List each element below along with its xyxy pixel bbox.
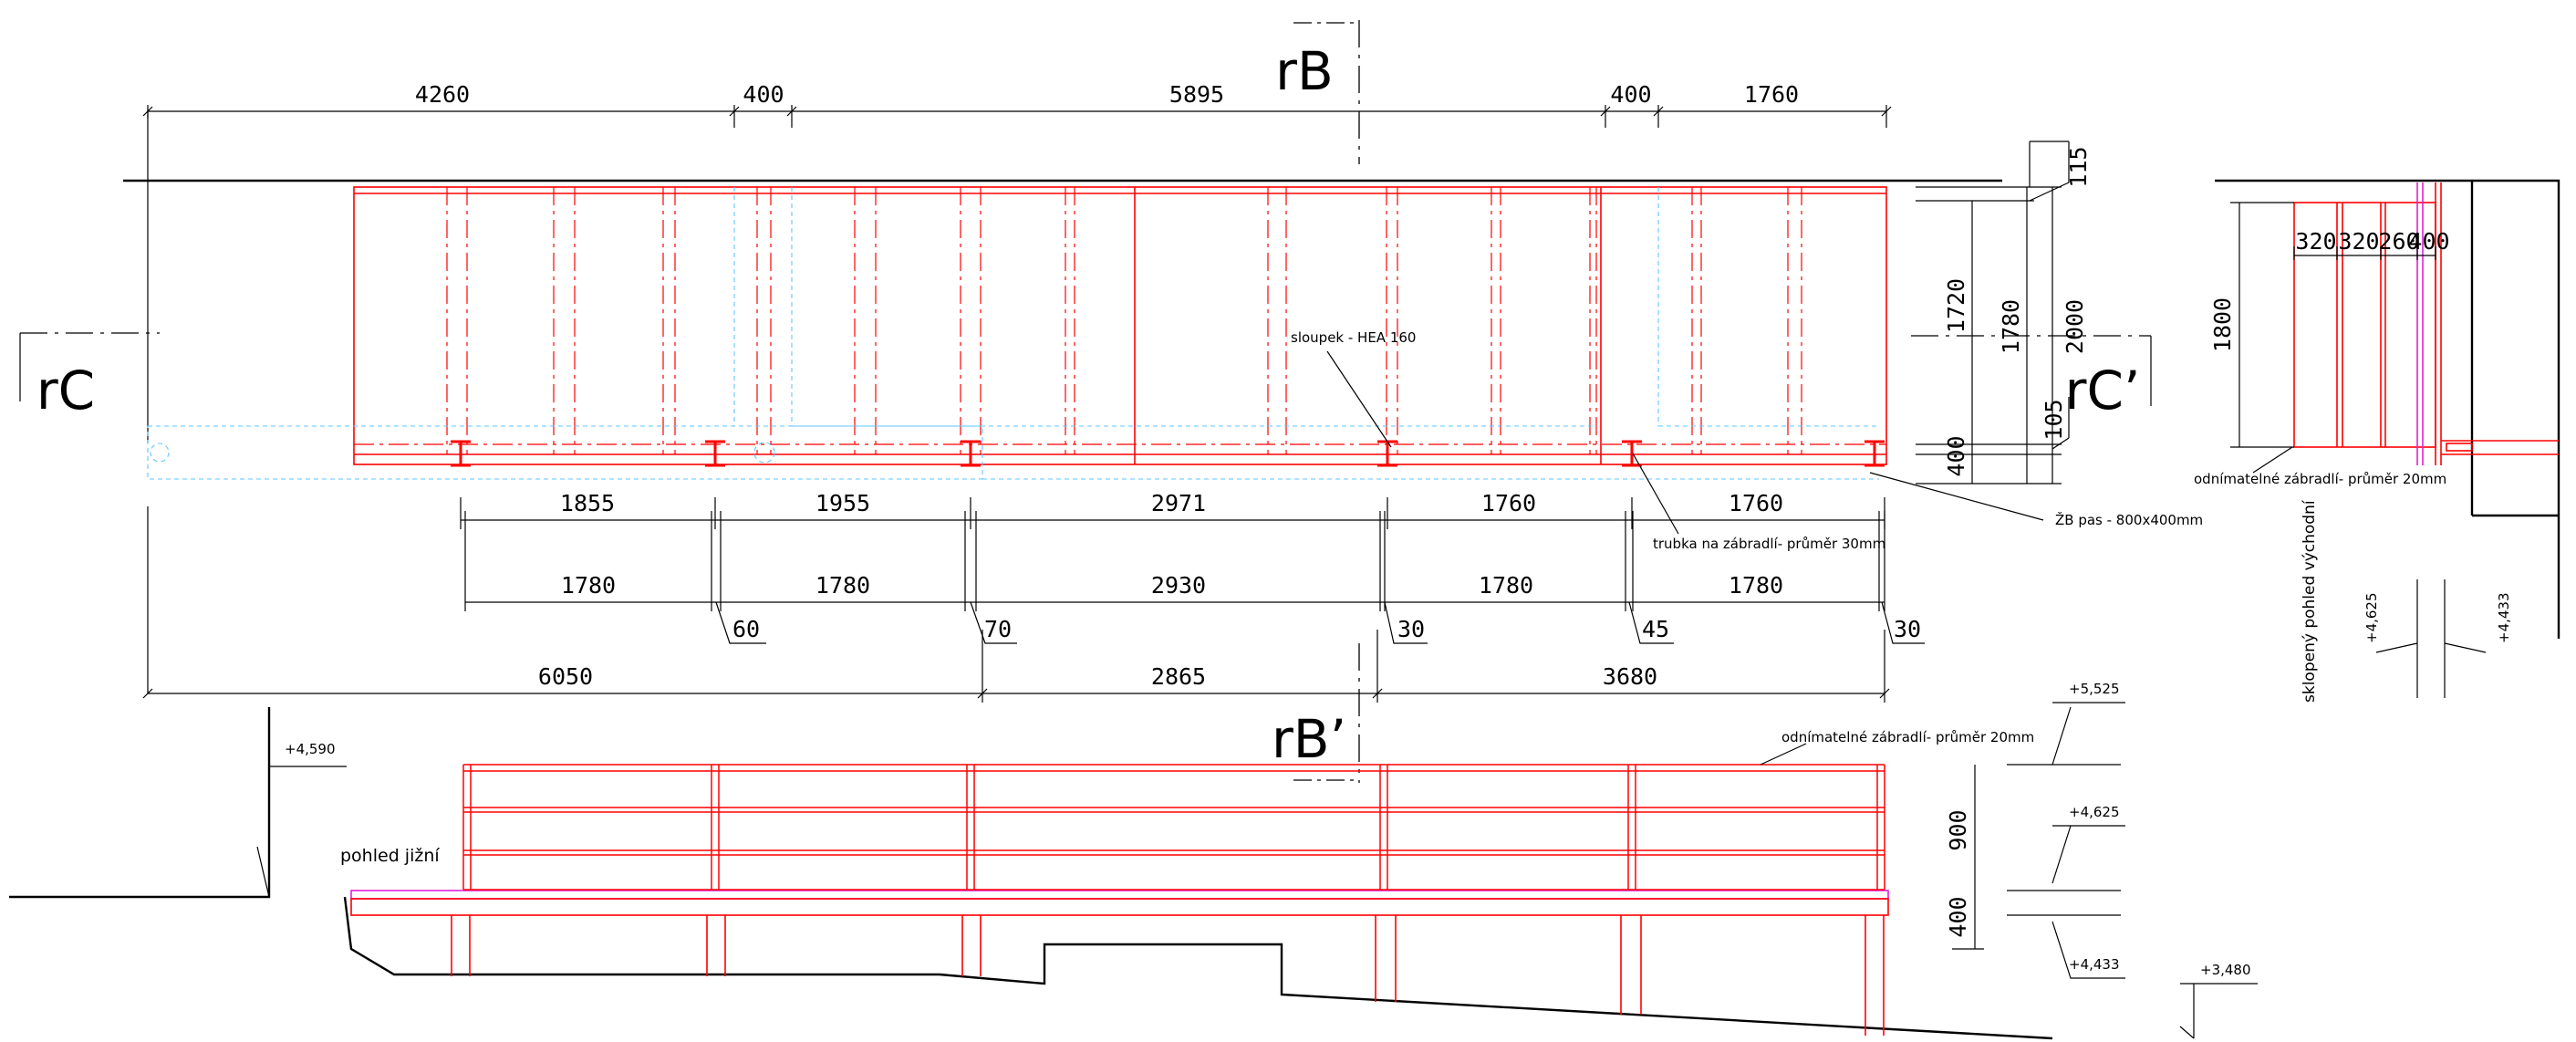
dim-bottom-1: 6050 [538, 663, 593, 690]
bottom-dimension-chain [142, 630, 1890, 703]
dim-low2-5: 1780 [1729, 572, 1783, 599]
dim-low1-3: 2971 [1151, 490, 1206, 516]
strip-leader [1869, 472, 2044, 521]
section-label-b-prime: rB’ [1272, 708, 1346, 770]
section-label-c: rC [36, 359, 95, 422]
elev-right-1: +5,525 [2069, 681, 2120, 697]
east-elev-2: +4,433 [2496, 592, 2512, 643]
elev-right-2: +4,625 [2069, 804, 2120, 820]
section-mark-b: rB [1275, 20, 1360, 164]
dim-top-5: 1760 [1744, 81, 1799, 108]
dim-low1-5: 1760 [1729, 490, 1783, 516]
south-view: +4,590 pohled jižní [9, 681, 2258, 1040]
dim-top-2: 400 [743, 81, 784, 108]
dim-low2-1: 1780 [561, 572, 616, 599]
dim-east-w1: 320 [2295, 228, 2336, 255]
right-dimension-chain [1916, 141, 2070, 485]
south-railing-label: odnímatelné zábradlí- průměr 20mm [1781, 729, 2034, 745]
plan-view: 4260 400 5895 400 1760 rB [19, 20, 2203, 703]
elev-left: +4,590 [285, 741, 336, 757]
east-railing-label: odnímatelné zábradlí- průměr 20mm [2194, 471, 2446, 487]
post-1 [451, 440, 471, 467]
lower-dimension-chain-2 [464, 511, 1925, 644]
pipe-label: trubka na zábradlí- průměr 30mm [1653, 536, 1885, 552]
dim-bottom-3: 3680 [1603, 663, 1657, 690]
dim-low2-3: 2930 [1151, 572, 1206, 599]
east-elev-1: +4,625 [2363, 592, 2380, 643]
post-leader [1326, 350, 1392, 448]
east-dims [2230, 202, 2487, 698]
south-elevations [1952, 702, 2258, 1039]
dim-gap-5: 30 [1894, 616, 1921, 642]
section-mark-c-prime: rC’ [1911, 335, 2152, 422]
dim-right-1720: 1720 [1943, 278, 1969, 333]
post-4 [1377, 440, 1397, 467]
dim-gap-2: 70 [984, 616, 1012, 642]
section-mark-c: rC [19, 332, 160, 422]
ground-profile [343, 896, 2053, 1040]
dim-right-400: 400 [1943, 435, 1969, 476]
foundation-strips [147, 187, 1879, 480]
post-6 [1864, 440, 1885, 467]
columns [451, 915, 1885, 1036]
dim-low2-4: 1780 [1479, 572, 1533, 599]
dim-east-w4: 400 [2408, 228, 2449, 255]
dim-right-2000: 2000 [2062, 299, 2088, 354]
deck [350, 890, 1889, 900]
east-view: 1800 320 320 260 400 odnímatelné zábradl… [2194, 179, 2560, 703]
dim-right-105: 105 [2041, 399, 2067, 440]
joists [446, 187, 1802, 454]
post-3 [961, 440, 981, 467]
dim-gap-4: 45 [1642, 616, 1669, 642]
railing [462, 764, 1885, 891]
post-2 [705, 440, 725, 467]
dim-bottom-2: 2865 [1151, 663, 1206, 690]
dim-gap-3: 30 [1397, 616, 1425, 642]
section-label-b: rB [1275, 40, 1334, 102]
posts [451, 440, 1885, 467]
section-mark-b-prime: rB’ [1272, 643, 1360, 783]
dim-right-115: 115 [2065, 146, 2092, 187]
dim-top-4: 400 [1610, 81, 1651, 108]
top-dimension-chain: 4260 400 5895 400 1760 [142, 81, 1892, 128]
east-wall [2215, 179, 2560, 639]
dim-low2-2: 1780 [815, 572, 870, 599]
elev-right-3: +4,433 [2069, 956, 2120, 973]
pipe-leader [1632, 453, 1679, 535]
dim-east-w3: 260 [2378, 228, 2419, 255]
dim-low1-4: 1760 [1481, 490, 1536, 516]
ground-left [9, 707, 271, 899]
dim-railing-height: 900 [1945, 809, 1971, 850]
dim-top-1: 4260 [415, 81, 470, 108]
section-label-c-prime: rC’ [2065, 359, 2141, 422]
post-label: sloupek - HEA 160 [1291, 329, 1416, 346]
dim-deck-height: 400 [1945, 896, 1971, 937]
south-view-title: pohled jižní [340, 846, 440, 866]
dim-east-w2: 320 [2338, 228, 2379, 255]
dim-low1-1: 1855 [560, 490, 615, 516]
post-5 [1622, 440, 1642, 467]
dim-gap-1: 60 [732, 616, 760, 642]
strip-label: ŽB pas - 800x400mm [2055, 511, 2203, 528]
elev-bottom: +3,480 [2200, 962, 2251, 978]
dim-east-height: 1800 [2209, 297, 2236, 352]
dim-low1-2: 1955 [815, 490, 870, 516]
east-view-title: sklopený pohled východní [2301, 499, 2319, 703]
platform-outline [353, 186, 1887, 465]
dim-right-1780: 1780 [1998, 299, 2024, 354]
dim-top-3: 5895 [1169, 81, 1224, 108]
